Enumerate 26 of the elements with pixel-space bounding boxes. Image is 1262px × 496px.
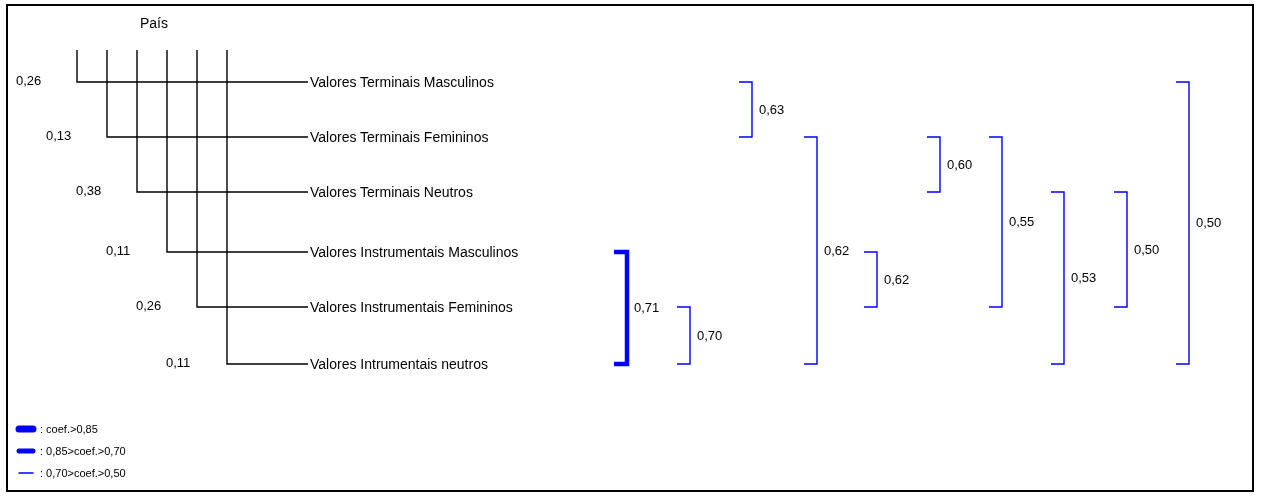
path-line	[76, 49, 309, 83]
correlation-value: 0,50	[1196, 215, 1222, 231]
variable-label: Valores Terminais Femininos	[310, 128, 489, 146]
path-line	[226, 49, 309, 365]
coefficient-label: 0,26	[136, 298, 162, 314]
variable-label: Valores Instrumentais Masculinos	[310, 243, 519, 261]
path-line	[196, 49, 309, 308]
coefficient-label: 0,11	[106, 243, 131, 259]
coefficient-label: 0,26	[16, 73, 42, 89]
variable-label: País	[74, 14, 234, 32]
correlation-value: 0,71	[634, 300, 660, 316]
correlation-value: 0,53	[1071, 270, 1097, 286]
path-line	[136, 49, 309, 193]
legend-text: : 0,70>coef.>0,50	[40, 466, 126, 480]
legend-text: : 0,85>coef.>0,70	[40, 444, 126, 458]
coefficient-label: 0,38	[76, 183, 102, 199]
correlation-value: 0,55	[1009, 214, 1035, 230]
coefficient-label: 0,13	[46, 128, 72, 144]
path-line	[166, 49, 309, 253]
variable-label: Valores Terminais Neutros	[310, 183, 473, 201]
coefficient-label: 0,11	[166, 355, 191, 371]
legend-text: : coef.>0,85	[40, 422, 98, 436]
variable-label: Valores Terminais Masculinos	[310, 73, 494, 91]
variable-label: Valores Intrumentais neutros	[310, 355, 488, 373]
variable-label: Valores Instrumentais Femininos	[310, 298, 513, 316]
path-line	[106, 49, 309, 138]
